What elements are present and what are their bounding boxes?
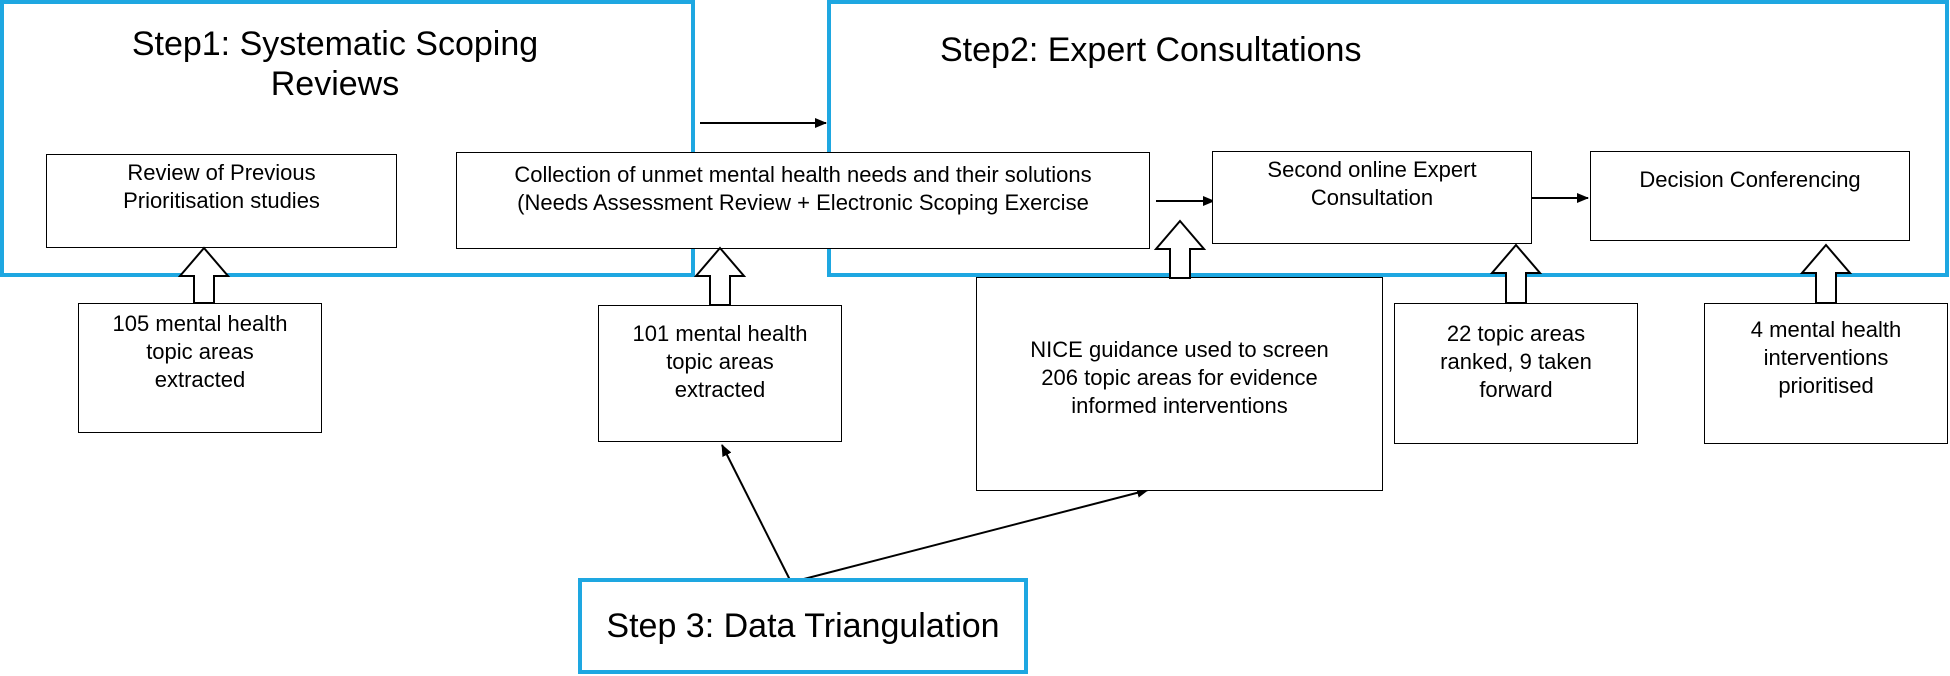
box-previous-prioritisation: Review of Previous Prioritisation studie…	[46, 154, 397, 248]
arrow-triangulation-to-101	[721, 444, 791, 581]
box-collection-needs: Collection of unmet mental health needs …	[456, 152, 1150, 249]
step3-box: Step 3: Data Triangulation	[578, 578, 1028, 674]
block-arrow-22	[1489, 243, 1543, 304]
note-22-topics: 22 topic areas ranked, 9 taken forward	[1394, 303, 1638, 444]
block-arrow-105	[177, 246, 231, 304]
step2-frame	[827, 0, 1949, 277]
step1-frame	[0, 0, 695, 277]
note-105-topics: 105 mental health topic areas extracted	[78, 303, 322, 433]
step2-title: Step2: Expert Consultations	[940, 31, 1362, 69]
box-second-consultation: Second online Expert Consultation	[1212, 151, 1532, 244]
block-arrow-4	[1799, 243, 1853, 304]
block-arrow-nice	[1153, 219, 1207, 279]
step1-title: Step1: Systematic Scoping Reviews	[131, 25, 539, 103]
step3-title: Step 3: Data Triangulation	[606, 606, 1000, 645]
box-decision-conferencing: Decision Conferencing	[1590, 151, 1910, 241]
block-arrow-101	[693, 246, 747, 306]
note-nice-guidance: NICE guidance used to screen 206 topic a…	[976, 277, 1383, 491]
arrow-triangulation-to-nice	[799, 487, 1149, 581]
note-4-interventions: 4 mental health interventions prioritise…	[1704, 303, 1948, 444]
